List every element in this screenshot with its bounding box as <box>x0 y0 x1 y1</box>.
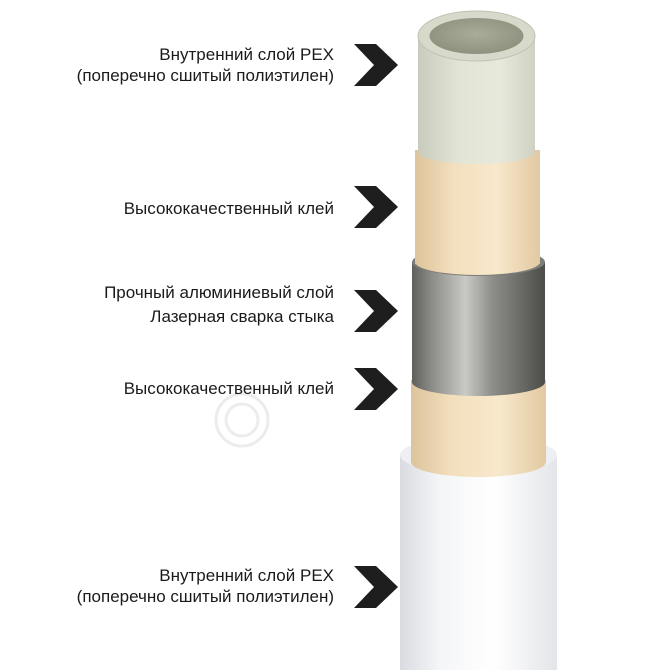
watermark <box>214 392 270 448</box>
label-line: Высококачественный клей <box>123 199 334 218</box>
upper-adhesive-layer <box>415 150 540 275</box>
chevron-right-icon <box>354 186 398 228</box>
label-line: (поперечно сшитый полиэтилен) <box>76 587 334 606</box>
chevron-right-icon <box>354 44 398 86</box>
label-line: (поперечно сшитый полиэтилен) <box>76 66 334 85</box>
label-aluminum: Прочный алюминиевый слой Лазерная сварка… <box>104 281 334 329</box>
chevron-right-icon <box>354 368 398 410</box>
label-line: Внутренний слой PEX <box>159 45 334 64</box>
label-inner-pex: Внутренний слой PEX (поперечно сшитый по… <box>77 44 334 86</box>
aluminum-layer <box>412 248 545 396</box>
label-line: Высококачественный клей <box>123 379 334 398</box>
label-line: Лазерная сварка стыка <box>150 307 334 326</box>
label-line: Внутренний слой PEX <box>159 566 334 585</box>
label-adhesive-lower: Высококачественный клей <box>124 378 334 399</box>
inner-pex-layer <box>417 10 536 164</box>
chevron-right-icon <box>354 290 398 332</box>
label-adhesive-upper: Высококачественный клей <box>124 198 334 219</box>
chevron-right-icon <box>354 566 398 608</box>
label-outer-pex: Внутренний слой PEX (поперечно сшитый по… <box>77 565 334 607</box>
label-line: Прочный алюминиевый слой <box>104 283 334 302</box>
pipe-bore <box>429 18 524 54</box>
